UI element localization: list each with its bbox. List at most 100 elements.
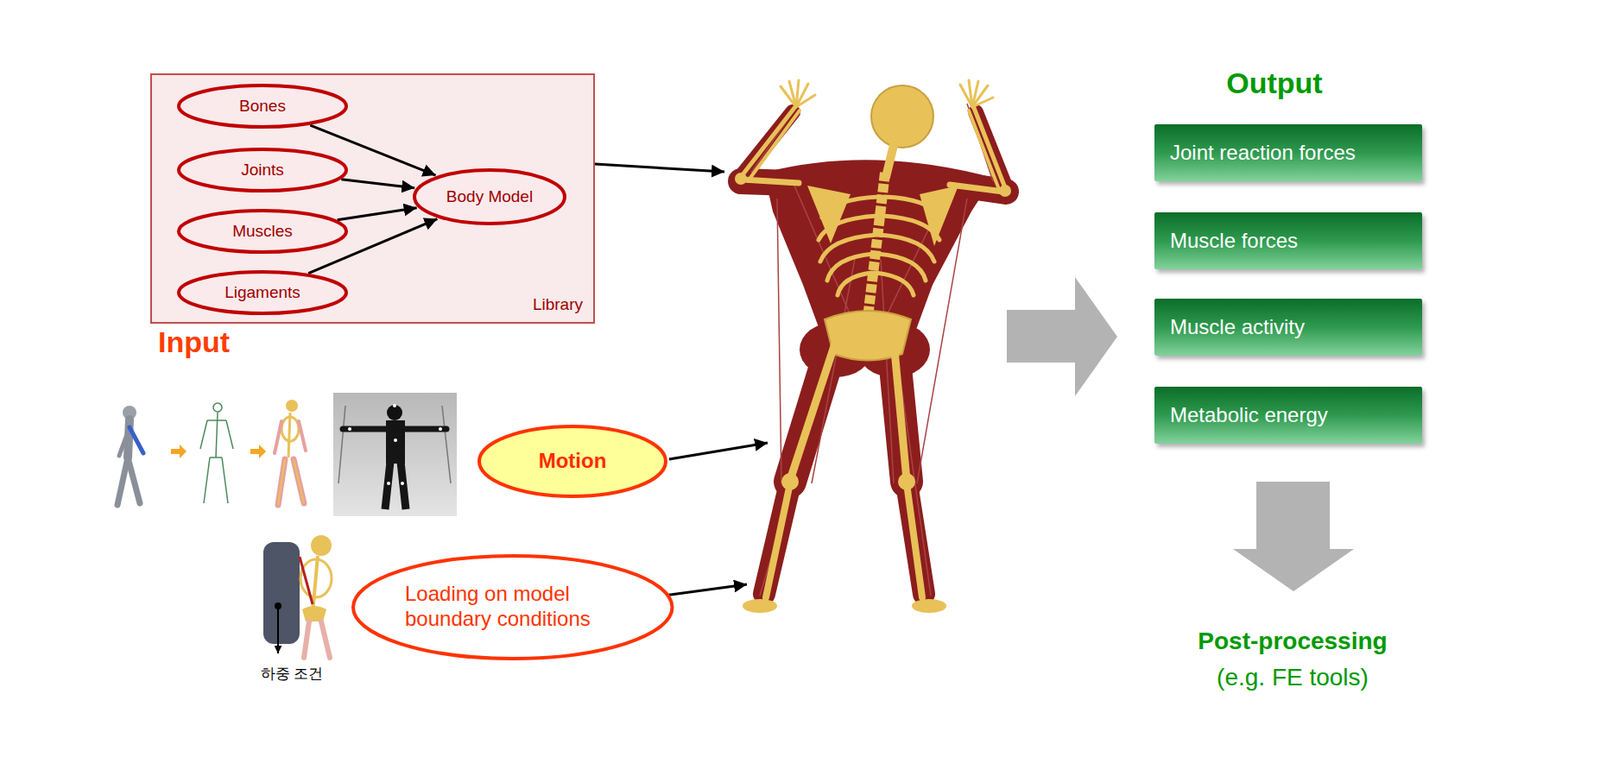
skeleton-part	[871, 85, 934, 148]
node-text: Loading on model boundary conditions	[404, 581, 621, 633]
output-box: Metabolic energy	[1154, 386, 1423, 444]
ellipse-shape	[414, 170, 565, 224]
motion-capture-pictures-part	[400, 461, 406, 510]
output-box: Joint reaction forces	[1154, 124, 1423, 182]
load-picture-part	[263, 542, 300, 645]
skeleton-part	[742, 599, 778, 614]
motion-capture-pictures-part	[127, 457, 140, 504]
skeleton-part	[919, 185, 959, 247]
input-arrows-part	[664, 584, 747, 596]
skeleton-part	[999, 184, 1012, 197]
motion-capture-pictures-part	[442, 405, 451, 484]
motion-capture-pictures-part	[117, 457, 128, 506]
node-text: Motion	[538, 449, 608, 475]
skeleton-part	[893, 341, 907, 481]
load-picture-part	[321, 621, 330, 658]
skeleton-part	[747, 110, 800, 182]
motion-capture-pictures-part-part	[347, 427, 352, 431]
input-arrows-part	[669, 442, 768, 460]
node-text: Joint reaction forces	[1169, 140, 1423, 166]
load-picture-part	[303, 621, 310, 658]
muscle-strands-part	[880, 259, 894, 484]
motion-capture-pictures-part-part	[203, 457, 210, 504]
motion-capture-pictures-part	[288, 412, 291, 458]
connector-arrow	[337, 208, 418, 221]
library-item: Ligaments	[177, 270, 348, 316]
motion-capture-pictures-part-part	[386, 481, 391, 486]
motion-capture-pictures-part	[347, 404, 443, 486]
model-ellipse: Body Model	[412, 168, 567, 226]
skeleton-part	[765, 483, 791, 598]
connector-arrow	[341, 179, 415, 189]
load-picture-part	[302, 606, 327, 622]
library-panel: LibraryBonesJointsMusclesLigamentsBody M…	[150, 73, 595, 324]
flow-arrows-part	[1006, 277, 1118, 397]
load-picture-part	[310, 535, 332, 557]
motion-capture-pictures-part-part	[438, 427, 443, 431]
node-text: Body Model	[446, 187, 533, 208]
motion-capture-pictures-part-part	[226, 420, 234, 450]
skeleton-part-part	[796, 94, 816, 108]
muscle-strands	[751, 103, 993, 596]
node-text: Muscle forces	[1169, 228, 1423, 254]
input-ellipse: Motion	[477, 424, 668, 499]
ellipse-shape	[178, 85, 347, 127]
motion-capture-pictures-part	[119, 427, 130, 456]
library-item: Bones	[177, 83, 348, 129]
load-picture	[263, 535, 332, 658]
skeleton	[734, 80, 1012, 614]
muscle-strands-part	[811, 259, 855, 484]
motion-capture-pictures-part-part	[393, 438, 398, 443]
input-ellipse: Loading on model boundary conditions	[351, 554, 675, 661]
skeleton-part-part	[879, 234, 935, 262]
motion-capture-pictures-part	[274, 421, 282, 454]
library-item: Muscles	[177, 208, 348, 254]
motion-capture-pictures-part-part	[207, 419, 227, 422]
motion-capture-pictures-part-part	[215, 412, 218, 458]
motion-capture-pictures-part	[285, 399, 298, 412]
node-text: Joints	[240, 160, 285, 181]
motion-capture-pictures-part-part	[200, 420, 208, 450]
ellipse-shape	[178, 210, 347, 253]
motion-capture-pictures-part	[278, 459, 285, 506]
motion-capture-pictures-part	[129, 427, 144, 454]
load-picture-part	[312, 556, 318, 614]
step-label: Post-processing	[1197, 626, 1387, 657]
skeleton-part	[949, 184, 1004, 192]
ellipse-shape	[178, 271, 347, 314]
motion-capture-pictures-part	[385, 461, 391, 510]
motion-capture-pictures-part	[298, 421, 306, 451]
motion-capture-pictures-part	[293, 459, 304, 504]
skeleton-part	[742, 179, 799, 184]
ellipse-shape	[353, 556, 673, 659]
skeleton-part	[790, 341, 836, 481]
motion-capture-pictures-part-part	[209, 456, 222, 459]
output-box: Muscle activity	[1154, 298, 1423, 356]
motion-capture-pictures-part-part	[392, 404, 397, 408]
node-text: Muscles	[232, 221, 293, 242]
motion-capture-pictures-part	[278, 459, 285, 506]
motion-capture-pictures-part	[342, 426, 447, 433]
skeleton-part	[885, 145, 894, 178]
image-caption: 하중 조건	[260, 665, 324, 684]
skeleton-part	[911, 599, 947, 614]
section-label: Output	[1226, 65, 1322, 102]
load-picture-part	[299, 556, 313, 605]
skeleton-part-part	[837, 272, 873, 296]
section-label: Input	[158, 324, 230, 361]
node-text: Muscle activity	[1169, 315, 1423, 341]
motion-capture-pictures-part-part	[400, 481, 405, 486]
ellipse-shape	[479, 426, 666, 497]
load-picture-part	[277, 606, 279, 654]
flow-arrows-part	[1233, 481, 1354, 592]
skeleton-part-part	[789, 81, 797, 108]
motion-capture-pictures-part	[293, 459, 304, 504]
motion-capture-pictures-part-part	[213, 403, 222, 412]
node-text: Metabolic energy	[1169, 403, 1423, 429]
skeleton-part-part	[968, 80, 973, 108]
library-item: Joints	[177, 147, 348, 193]
skeleton-part-part	[877, 253, 926, 281]
skeleton-part-part	[972, 97, 993, 108]
skeleton-part	[734, 172, 747, 185]
motion-capture-pictures-part	[386, 404, 403, 421]
